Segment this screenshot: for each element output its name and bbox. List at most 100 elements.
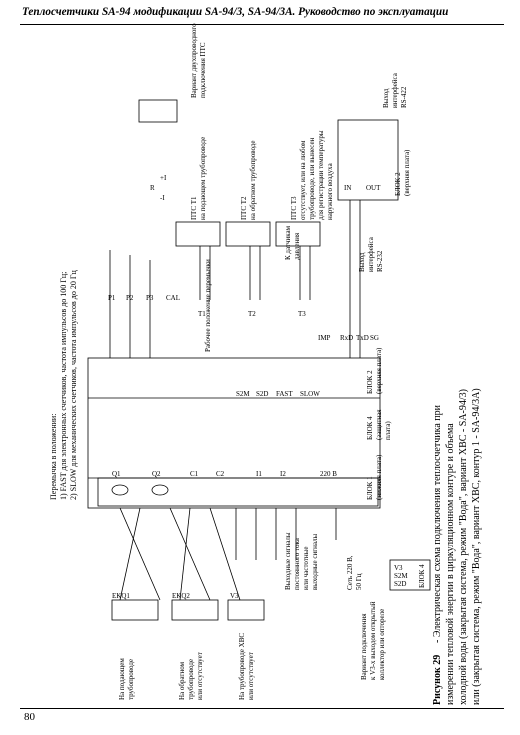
sensor-t3-desc-1: отсутствует, или на любом bbox=[299, 140, 307, 220]
label-p1: P1 bbox=[108, 294, 116, 302]
supply-pipe-2: трубопроводе bbox=[127, 659, 135, 700]
label-v3-small: V3 bbox=[394, 564, 403, 572]
label-sg: SG bbox=[370, 334, 379, 342]
label-r: R bbox=[150, 184, 155, 192]
label-fast: FAST bbox=[276, 390, 293, 398]
v3-option-1: Вариант подключения bbox=[360, 613, 368, 680]
figure-caption-line-1: - Электрическая схема подключения теплос… bbox=[432, 404, 443, 643]
sensor-t1-title: ПТС Т1 bbox=[190, 196, 198, 220]
page-number: 80 bbox=[24, 711, 35, 723]
jumper-note-title: Перемычка в положении: bbox=[49, 414, 58, 500]
figure-caption-line-4: или (закрытая система, режим "Вода", вар… bbox=[471, 388, 482, 705]
footer-rule bbox=[20, 708, 504, 709]
mains-label-2: 50 Гц bbox=[355, 573, 363, 590]
block4-sub-1: (защитная bbox=[375, 409, 383, 440]
block2-iface-title: БЛОК 2 bbox=[394, 172, 402, 196]
two-wire-title-1: Вариант двухпроводного bbox=[190, 23, 198, 98]
two-wire-title-2: подключения ПТС bbox=[199, 42, 207, 98]
block4-title: БЛОК 4 bbox=[366, 416, 374, 440]
label-t2: T2 bbox=[248, 310, 256, 318]
label-out: OUT bbox=[366, 184, 381, 192]
label-rxd: RxD bbox=[340, 334, 353, 342]
sensor-t3-desc-2: трубопроводе, или вынесен bbox=[308, 137, 316, 220]
figure-caption-line-3: холодной воды (закрытая система, режим "… bbox=[458, 389, 469, 705]
pressure-note-1: К датчикам bbox=[284, 225, 292, 260]
pressure-note-2: давления bbox=[293, 232, 301, 260]
label-plus-i: +I bbox=[160, 174, 167, 182]
terminal-v3 bbox=[227, 599, 265, 621]
label-p2: P2 bbox=[126, 294, 134, 302]
v3-option-2: к V3-х выходом открытый bbox=[369, 601, 377, 680]
label-v3: V3 bbox=[230, 592, 239, 600]
rs422-block-box bbox=[337, 119, 399, 201]
v3-option-3: коллектор или оптореле bbox=[378, 609, 386, 680]
main-unit-frame bbox=[87, 357, 381, 509]
terminal-eq2 bbox=[171, 599, 219, 621]
cold-pipe-1: На трубопроводе ХВС bbox=[238, 633, 246, 700]
rs422-label-2: интерфейса bbox=[391, 72, 399, 108]
mains-label-1: Сеть 220 В, bbox=[346, 555, 354, 590]
block2-iface-sub: (верхняя плата) bbox=[403, 149, 411, 196]
block4-sub-2: плата) bbox=[384, 421, 392, 440]
label-cal: CAL bbox=[166, 294, 180, 302]
block4-small-label: БЛОК 4 bbox=[418, 564, 426, 588]
label-in: IN bbox=[344, 184, 351, 192]
cold-pipe-2: или отсутствует bbox=[247, 652, 255, 700]
sensor-t3-title: ПТС Т3 bbox=[290, 196, 298, 220]
figure-caption-line-2: измерении тепловой энергии в циркуляцион… bbox=[445, 423, 456, 705]
label-t3: T3 bbox=[298, 310, 306, 318]
return-pipe-1: На обратном bbox=[178, 661, 186, 700]
label-txd: TxD bbox=[356, 334, 369, 342]
terminal-block4-small bbox=[389, 559, 431, 591]
output-note-2: постоянного тока bbox=[293, 537, 301, 590]
label-eq2: EKQ2 bbox=[172, 592, 190, 600]
output-note-4: выходные сигналы bbox=[311, 533, 319, 590]
two-wire-sensor-box bbox=[138, 99, 178, 123]
output-note-1: Выходные сигналы bbox=[284, 532, 292, 590]
figure-caption-label: Рисунок 29 bbox=[432, 655, 443, 705]
label-imp: IMP bbox=[318, 334, 331, 342]
label-s2d-small: S2D bbox=[394, 580, 406, 588]
output-note-3: или частотные bbox=[302, 547, 310, 590]
page-header: Теплосчетчики SA-94 модификации SA-94/3,… bbox=[22, 6, 449, 18]
sensor-t2-box bbox=[225, 221, 271, 247]
block1-sub: (нижняя плата) bbox=[375, 454, 383, 500]
label-c1: C1 bbox=[190, 470, 199, 478]
block2-sub: (верхняя плата) bbox=[375, 347, 383, 394]
label-q2: Q2 bbox=[152, 470, 161, 478]
rs232-label-3: RS-232 bbox=[376, 250, 384, 272]
label-slow: SLOW bbox=[300, 390, 320, 398]
label-eq1: EKQ1 bbox=[112, 592, 130, 600]
jumper-note-slow: 2) SLOW для механических счетчиков, част… bbox=[69, 270, 78, 500]
rs232-label-1: Выход bbox=[358, 252, 366, 272]
label-minus-i: -I bbox=[160, 194, 165, 202]
block1-title: БЛОК 1 bbox=[366, 476, 374, 500]
label-t1: T1 bbox=[198, 310, 206, 318]
sensor-t2-title: ПТС Т2 bbox=[240, 196, 248, 220]
terminal-eq1 bbox=[111, 599, 159, 621]
block2-title: БЛОК 2 bbox=[366, 370, 374, 394]
label-c2: C2 bbox=[216, 470, 225, 478]
sensor-t3-desc-3: для регистрации температуры bbox=[317, 130, 325, 220]
sensor-t2-desc: на обратном трубопроводе bbox=[249, 141, 257, 220]
label-i1: I1 bbox=[256, 470, 262, 478]
rs422-label-3: RS-422 bbox=[400, 86, 408, 108]
label-p3: P3 bbox=[146, 294, 154, 302]
rs232-label-2: интерфейса bbox=[367, 236, 375, 272]
header-rule bbox=[20, 24, 504, 25]
jumper-position-label: Рабочее положение перемычки bbox=[204, 259, 212, 352]
label-s2d: S2D bbox=[256, 390, 268, 398]
return-pipe-2: трубопроводе bbox=[187, 659, 195, 700]
return-pipe-3: или отсутствует bbox=[196, 652, 204, 700]
sensor-t3-desc-4: наружного воздуха bbox=[326, 162, 334, 220]
label-220v: 220 В bbox=[320, 470, 337, 478]
sensor-t1-box bbox=[175, 221, 221, 247]
label-i2: I2 bbox=[280, 470, 286, 478]
rs422-label-1: Выход bbox=[382, 88, 390, 108]
supply-pipe-1: На подающем bbox=[118, 658, 126, 700]
sensor-t1-desc: на подающем трубопроводе bbox=[199, 137, 207, 220]
label-s2m: S2M bbox=[236, 390, 250, 398]
label-s2m-small: S2M bbox=[394, 572, 408, 580]
label-q1: Q1 bbox=[112, 470, 121, 478]
